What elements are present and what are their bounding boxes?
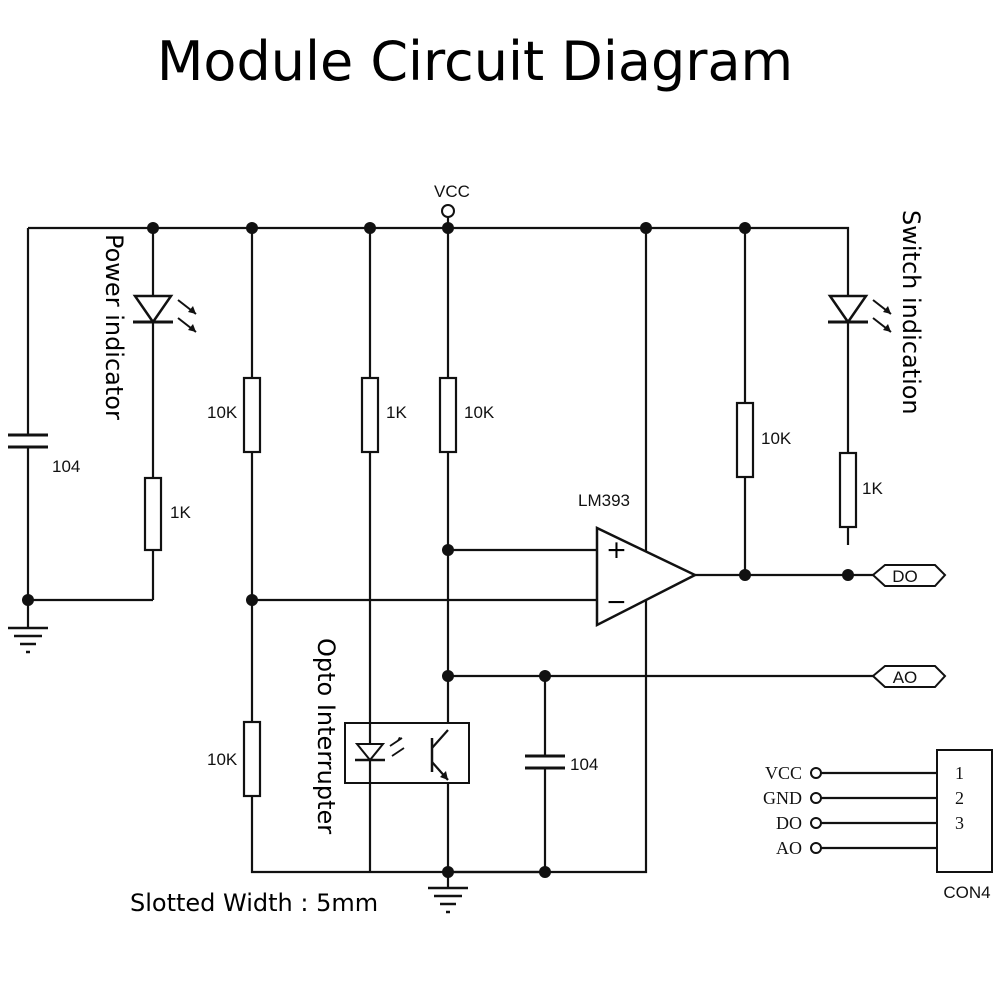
comparator-plus-label: +	[606, 535, 627, 564]
resistor-opto-led	[360, 376, 380, 454]
r-power-led-label: 1K	[170, 503, 191, 522]
slotted-width-label: Slotted Width : 5mm	[130, 889, 378, 917]
power-led-icon	[132, 294, 197, 333]
r-switch-led-label: 1K	[862, 479, 883, 498]
capacitor-c2	[525, 754, 565, 770]
ground-icon	[8, 600, 48, 654]
ao-output-flag	[871, 665, 947, 688]
r-plus-pullup-label: 10K	[464, 403, 495, 422]
ao-label: AO	[893, 668, 918, 687]
resistor-plus-pullup	[438, 376, 458, 454]
r-opto-led-label: 1K	[386, 403, 407, 422]
comparator-label: LM393	[578, 491, 630, 510]
con-pin4-signal: AO	[776, 838, 802, 858]
vcc-rail	[28, 226, 850, 545]
con-pin3-number: 3	[955, 813, 964, 833]
resistor-switch-led	[838, 451, 858, 529]
con-pin3-signal: DO	[776, 813, 802, 833]
c2-value-label: 104	[570, 755, 598, 774]
resistor-divider-bottom	[242, 720, 262, 798]
c1-value-label: 104	[52, 457, 80, 476]
do-output-flag	[871, 564, 947, 587]
vcc-label: VCC	[434, 182, 470, 201]
junctions	[22, 222, 854, 878]
power-indicator-label: Power indicator	[100, 234, 128, 420]
divider-branch-wire	[250, 228, 547, 874]
connector-con4	[810, 749, 993, 873]
opto-interrupter-label: Opto Interrupter	[312, 638, 340, 834]
r-output-pullup-label: 10K	[761, 429, 792, 448]
vcc-terminal	[441, 204, 455, 218]
do-label: DO	[892, 567, 918, 586]
opto-interrupter	[344, 722, 470, 784]
capacitor-c1	[8, 433, 48, 449]
con-pin1-signal: VCC	[765, 763, 802, 783]
resistor-divider-top	[242, 376, 262, 454]
r-divider-bottom-label: 10K	[207, 750, 238, 769]
con-pin2-signal: GND	[763, 788, 802, 808]
connector-name: CON4	[943, 883, 990, 902]
diagram-title: Module Circuit Diagram	[157, 30, 793, 93]
resistor-power-led	[143, 476, 163, 552]
wiring	[26, 226, 873, 888]
con-pin2-number: 2	[955, 788, 964, 808]
switch-indication-label: Switch indication	[897, 210, 925, 415]
comparator-lm393	[595, 526, 698, 628]
r-divider-top-label: 10K	[207, 403, 238, 422]
con-pin1-number: 1	[955, 763, 964, 783]
comparator-supply-wire	[448, 228, 648, 874]
ground-icon-bottom	[428, 886, 468, 914]
comparator-minus-label: −	[606, 587, 627, 616]
c1-branch-wire	[26, 228, 153, 602]
switch-led-icon	[827, 294, 892, 333]
resistor-output-pullup	[735, 401, 755, 479]
